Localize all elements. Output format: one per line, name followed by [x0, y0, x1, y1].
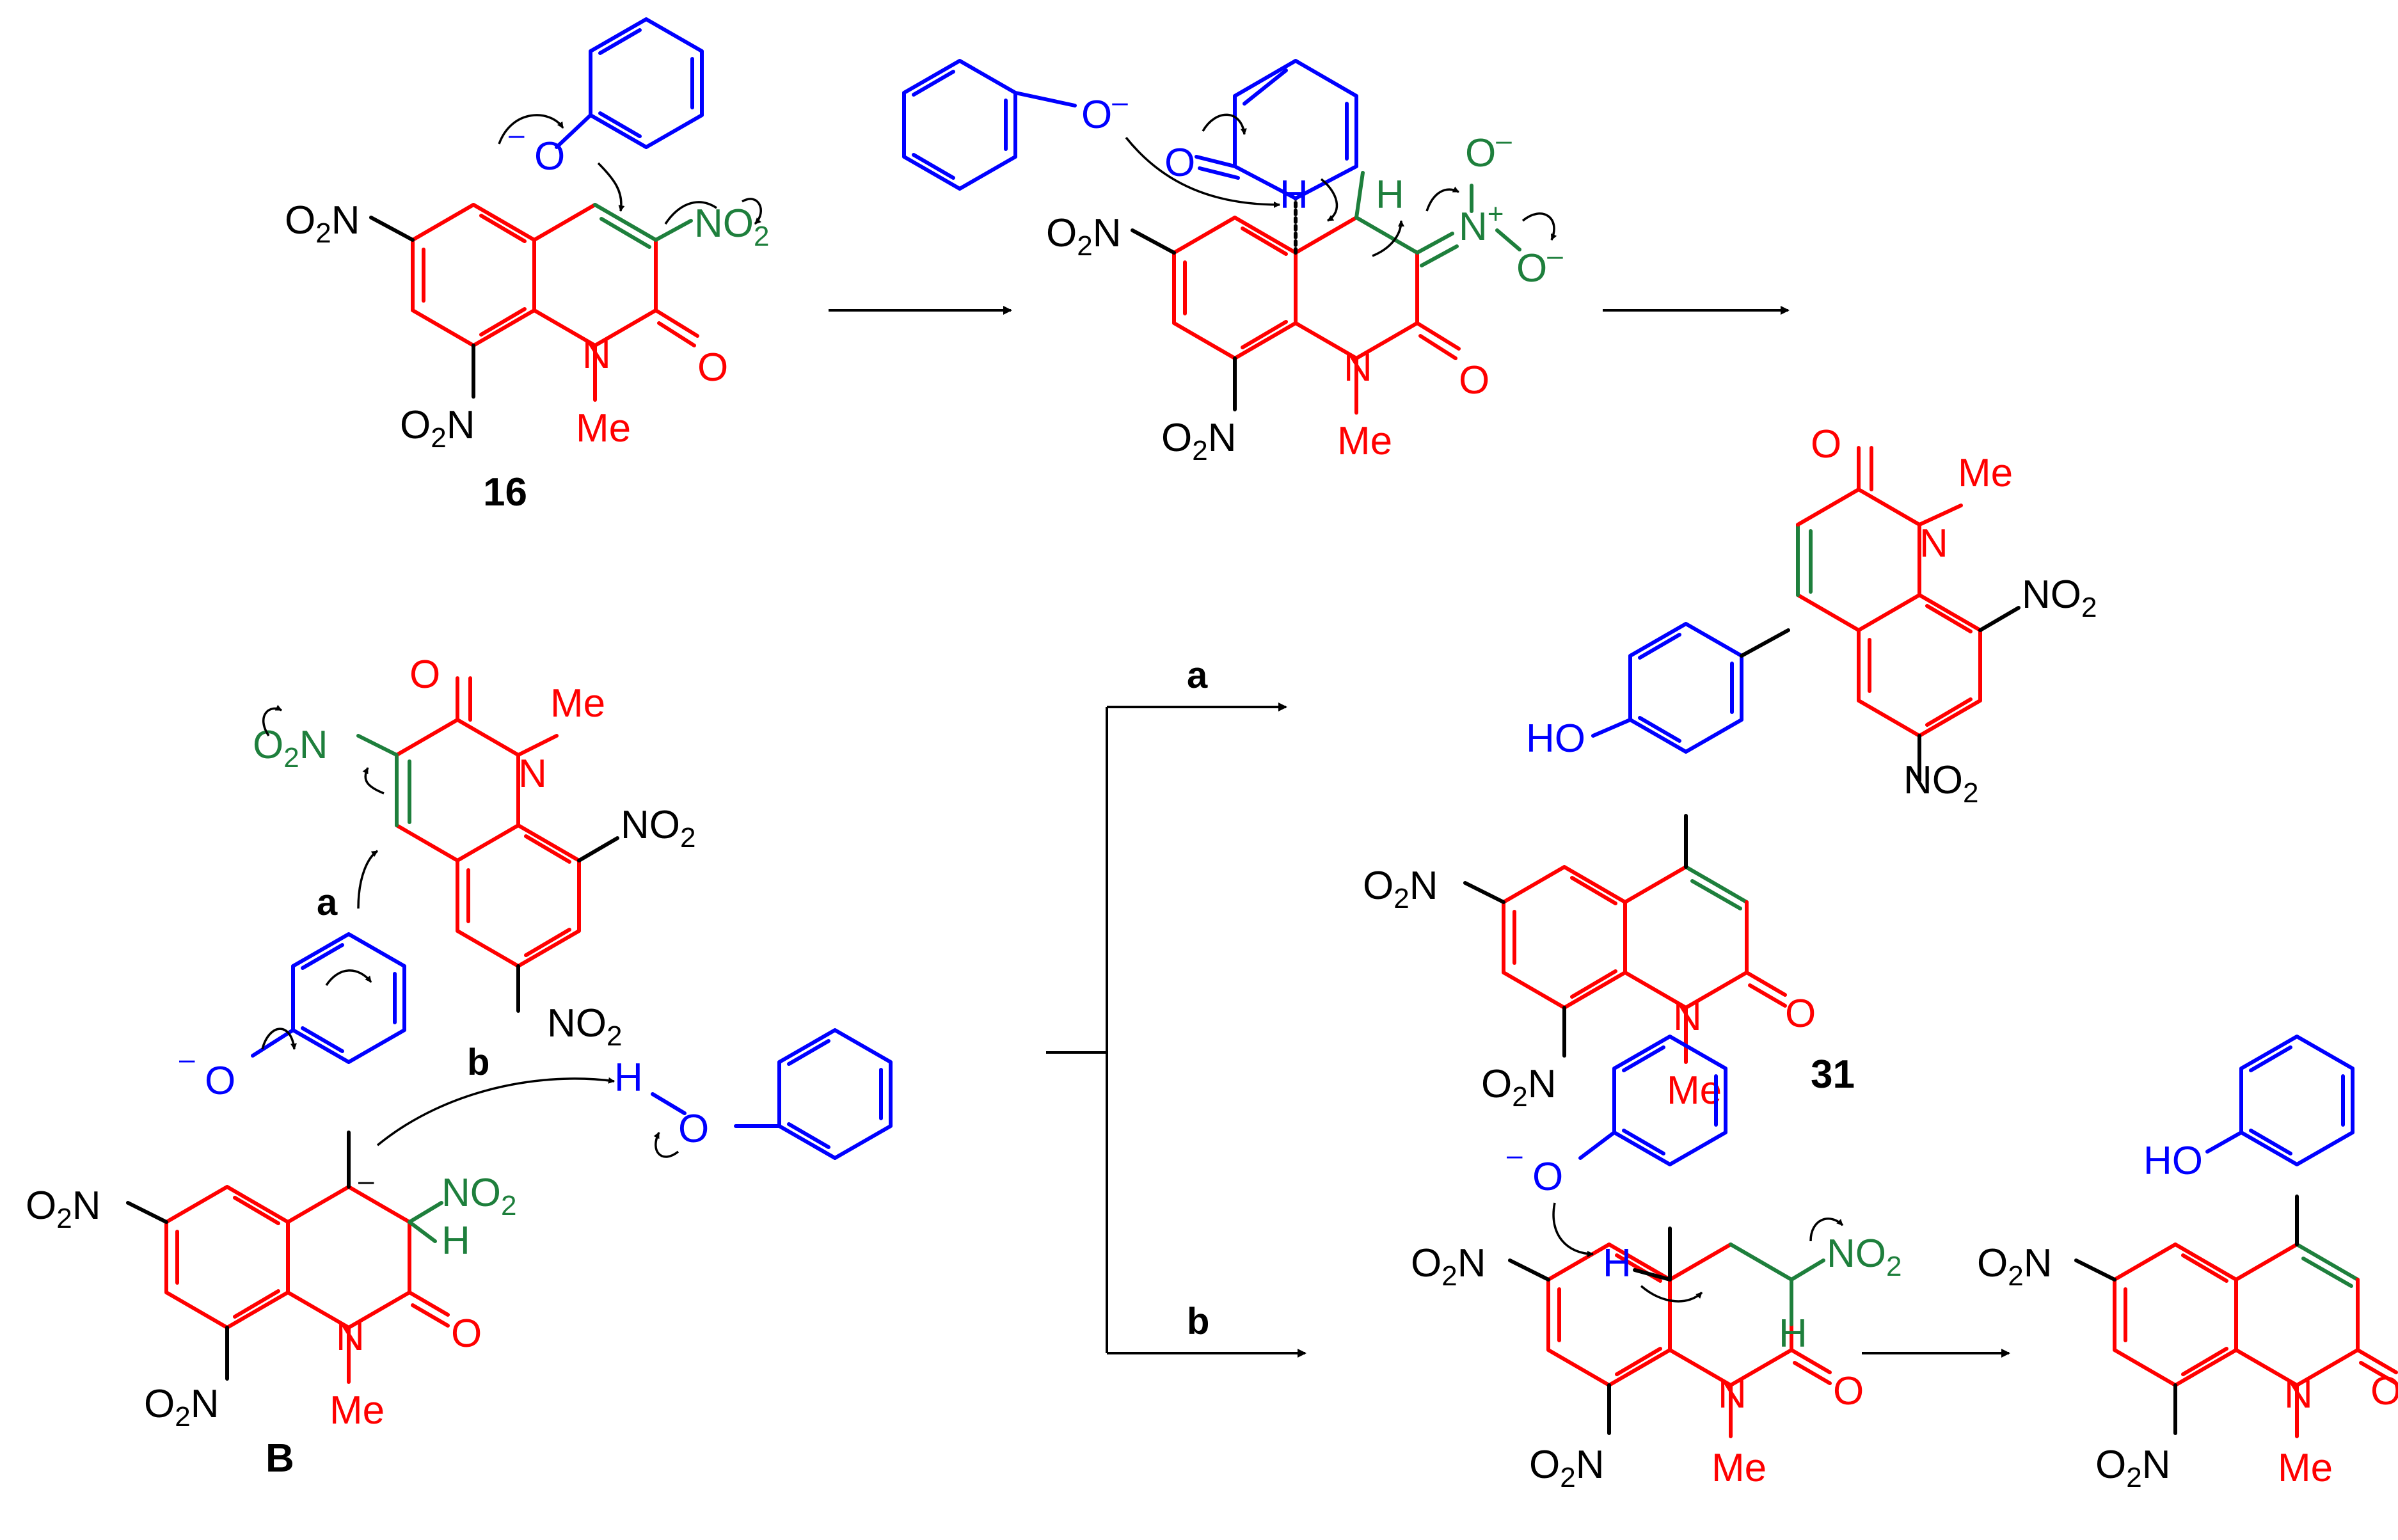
phenoxide-charge-B: – [179, 1044, 195, 1075]
compound-16-label: 16 [483, 470, 527, 514]
nitronate-O-top: O– [1465, 125, 1512, 175]
branch-arrows [1046, 703, 1306, 1358]
carbonyl-oxygen-final: O [2370, 1369, 2398, 1413]
H-c3-B: H [441, 1219, 470, 1263]
path-a-label-B: a [317, 882, 338, 923]
carbonyl-oxygen-B: O [451, 1312, 482, 1356]
phenoxide-charge: – [509, 119, 525, 150]
nitro-c3: NO2 [694, 202, 769, 252]
nitro-c6-31: O2N [1363, 864, 1438, 914]
ring-nitrogen: N [582, 333, 611, 377]
upper-N-31: N [1919, 521, 1948, 566]
path-b-arrow-label: b [1187, 1301, 1209, 1342]
ring-nitrogen-B: N [336, 1315, 365, 1359]
compound-31-label: 31 [1811, 1052, 1855, 1097]
nitro-c8: O2N [400, 403, 475, 454]
carbonyl-oxygen-int: O [1459, 358, 1489, 402]
nitro-c6-pb: O2N [1411, 1241, 1486, 1292]
nitronate-O-right: O– [1516, 240, 1563, 290]
ring-nitrogen-int: N [1344, 345, 1372, 390]
ring-nitrogen-31: N [1673, 995, 1702, 1039]
nitro-c6: O2N [285, 198, 360, 249]
upper-nitro-6-B: NO2 [547, 1001, 622, 1052]
methyl-label-B: Me [330, 1388, 385, 1433]
carbonyl-oxygen-31: O [1785, 992, 1816, 1036]
dienone-oxygen: O [1164, 141, 1195, 185]
nitro-c3-pb: NO2 [1827, 1232, 1902, 1282]
methyl-label-final: Me [2278, 1446, 2333, 1490]
final-product [2074, 1036, 2398, 1438]
path-b-label-B: b [467, 1042, 489, 1083]
H-alpha-int: H [1376, 173, 1404, 217]
carbonyl-oxygen: O [697, 345, 728, 390]
phenol-O: O [678, 1107, 709, 1151]
compound-B-label: B [266, 1436, 294, 1480]
H-c4-pb: H [1603, 1241, 1632, 1285]
H-ipso-int: H [1280, 173, 1308, 217]
ring-nitrogen-final: N [2284, 1372, 2313, 1417]
carbonyl-oxygen-pb: O [1833, 1369, 1864, 1413]
methyl-label-31: Me [1667, 1068, 1722, 1113]
H-c3-pb: H [1779, 1312, 1807, 1356]
upper-nitro-6-31: NO2 [1903, 758, 1978, 809]
methyl-label-pb: Me [1711, 1446, 1767, 1490]
hydroxy-31: HO [1526, 717, 1585, 761]
phenoxide-charge-pb: – [1507, 1139, 1523, 1171]
nitro-c6-final: O2N [1977, 1241, 2053, 1292]
upper-carbonyl-31: O [1811, 422, 1841, 466]
methyl-label: Me [576, 406, 631, 450]
compound-16 [369, 19, 702, 402]
free-phenoxide-O: O– [1081, 86, 1128, 137]
upper-methyl-B: Me [550, 681, 605, 726]
phenoxide-O-pb: O [1532, 1155, 1563, 1199]
upper-nitro-8-B: NO2 [621, 803, 695, 853]
nitro-c6-B: O2N [26, 1184, 101, 1234]
path-b-intermediate [1508, 1036, 1832, 1438]
nitro-c8-final: O2N [2095, 1443, 2171, 1493]
upper-methyl-31: Me [1958, 451, 2013, 495]
phenoxide-O-B: O [205, 1059, 235, 1103]
intermediate-B [126, 676, 891, 1384]
phenoxide-oxygen: O [534, 134, 565, 179]
nitro-c8-int: O2N [1161, 416, 1237, 466]
nitro-c3-B: NO2 [441, 1171, 516, 1221]
upper-carbonyl-B: O [409, 653, 440, 697]
carbanion-charge-B: – [358, 1165, 374, 1196]
phenol-H: H [614, 1056, 643, 1100]
path-a-arrow-label: a [1187, 655, 1208, 696]
nitro-c8-pb: O2N [1529, 1443, 1605, 1493]
nitro-c6-int: O2N [1046, 211, 1122, 262]
nitro-c8-31: O2N [1481, 1062, 1557, 1113]
upper-nitro-B: O2N [253, 723, 328, 774]
upper-N-B: N [518, 752, 547, 796]
nitro-c8-B: O2N [144, 1382, 219, 1433]
compound-31 [1463, 446, 2021, 1064]
methyl-label-int: Me [1337, 419, 1392, 463]
intermediate-adduct [904, 59, 1461, 415]
upper-nitro-8-31: NO2 [2022, 573, 2097, 623]
nitronate-N: N+ [1459, 198, 1504, 249]
hydroxy-final: HO [2143, 1139, 2203, 1183]
ring-nitrogen-pb: N [1718, 1372, 1747, 1417]
